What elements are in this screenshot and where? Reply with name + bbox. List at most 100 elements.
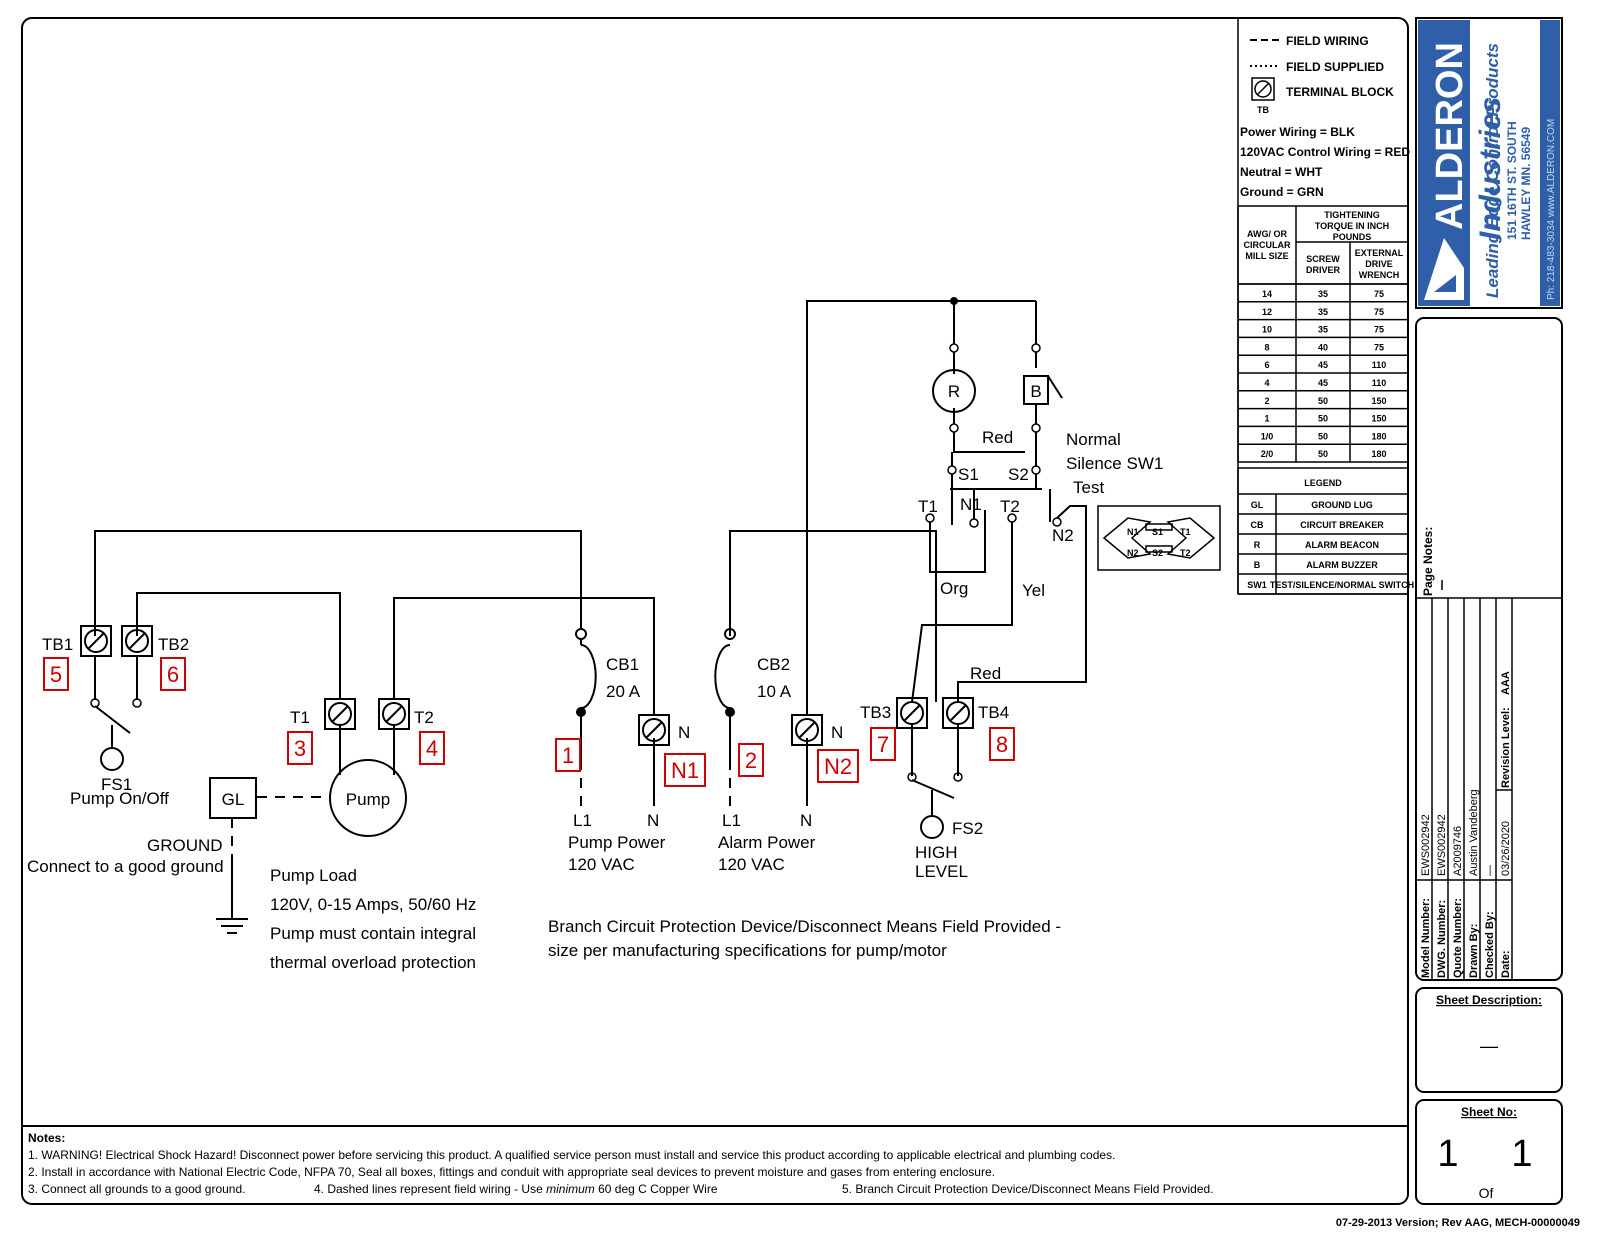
switch-silence-label: Silence SW1 bbox=[1066, 454, 1163, 473]
torque-cell: 2/0 bbox=[1261, 449, 1274, 459]
note-3: 3. Connect all grounds to a good ground. bbox=[28, 1182, 246, 1196]
svg-text:WRENCH: WRENCH bbox=[1359, 270, 1400, 280]
tb3-terminal bbox=[896, 697, 928, 729]
torque-cell: 2 bbox=[1264, 396, 1269, 406]
ground-lug bbox=[209, 777, 257, 819]
torque-cell: 110 bbox=[1372, 378, 1387, 388]
torque-cell: 8 bbox=[1264, 342, 1269, 352]
tb4-terminal bbox=[942, 697, 974, 729]
switch-normal-label: Normal bbox=[1066, 430, 1121, 449]
title-field-label: Model Number: bbox=[1420, 898, 1432, 978]
gl-label: GL bbox=[222, 790, 245, 809]
svg-text:EXTERNAL: EXTERNAL bbox=[1355, 248, 1404, 258]
torque-cell: 50 bbox=[1318, 396, 1328, 406]
svg-text:CIRCULAR: CIRCULAR bbox=[1244, 240, 1291, 250]
torque-cell: 35 bbox=[1318, 289, 1328, 299]
sheet-description-label: Sheet Description: bbox=[1436, 993, 1542, 1007]
tb1-label: TB1 bbox=[42, 635, 73, 654]
legend-meaning: GROUND LUG bbox=[1311, 500, 1373, 510]
title-field-value: EWS002942 bbox=[1436, 814, 1448, 876]
torque-cell: 4 bbox=[1264, 378, 1269, 388]
version-footer: 07-29-2013 Version; Rev AAG, MECH-000000… bbox=[1336, 1217, 1580, 1229]
legend-terminal-block: TERMINAL BLOCK bbox=[1286, 85, 1394, 99]
sheet-no-label: Sheet No: bbox=[1461, 1105, 1517, 1119]
breaker-contacts bbox=[575, 297, 958, 717]
svg-text:DRIVE: DRIVE bbox=[1365, 259, 1393, 269]
svg-text:TIGHTENING: TIGHTENING bbox=[1324, 210, 1380, 220]
n-bottom-label-2: N bbox=[800, 811, 812, 830]
legend-title: LEGEND bbox=[1304, 478, 1342, 488]
n-bottom-label-1: N bbox=[647, 811, 659, 830]
wire-number-4: 4 bbox=[426, 736, 438, 761]
wire-number-8: 8 bbox=[996, 732, 1008, 757]
torque-cell: 6 bbox=[1264, 360, 1269, 370]
switch-face-icon bbox=[1097, 505, 1221, 571]
legend-abbrev: CB bbox=[1251, 520, 1264, 530]
fs1-label: FS1 bbox=[101, 775, 132, 794]
wire-number-6: 6 bbox=[167, 662, 179, 687]
switch-test-label: Test bbox=[1073, 478, 1104, 497]
fs2-float bbox=[920, 815, 944, 839]
svg-text:MILL SIZE: MILL SIZE bbox=[1245, 251, 1288, 261]
title-field-value: EWS002942 bbox=[1420, 814, 1432, 876]
torque-cell: 14 bbox=[1262, 289, 1272, 299]
ground-symbol bbox=[216, 860, 248, 934]
title-field-value: — bbox=[1484, 865, 1496, 876]
wire-number-2: 2 bbox=[745, 748, 757, 773]
torque-cell: 150 bbox=[1371, 396, 1386, 406]
title-field-value: Austin Vandeberg bbox=[1468, 789, 1480, 876]
switch-face-n1: N1 bbox=[1127, 527, 1139, 537]
alarm-buzzer bbox=[1023, 375, 1063, 405]
cb2-label: CB2 bbox=[757, 655, 790, 674]
page-notes-label: Page Notes: bbox=[1421, 527, 1435, 596]
title-field-value: A2009746 bbox=[1452, 826, 1464, 876]
legend-abbrev: SW1 bbox=[1247, 580, 1267, 590]
n2-box-label: N2 bbox=[824, 754, 852, 779]
pump-power-voltage: 120 VAC bbox=[568, 855, 635, 874]
cb1-label: CB1 bbox=[606, 655, 639, 674]
sheet-description-value: — bbox=[1480, 1036, 1498, 1056]
torque-cell: 180 bbox=[1371, 431, 1386, 441]
s1-label: S1 bbox=[958, 465, 979, 484]
wire-number-5: 5 bbox=[50, 662, 62, 687]
title-field-label: Date: bbox=[1500, 950, 1512, 978]
terminal-block-icon bbox=[1251, 77, 1275, 101]
torque-cell: 40 bbox=[1318, 342, 1328, 352]
torque-cell: 75 bbox=[1374, 342, 1384, 352]
torque-cell: 45 bbox=[1318, 378, 1328, 388]
branch-note-1: Branch Circuit Protection Device/Disconn… bbox=[548, 917, 1061, 936]
logo-contact: Ph: 218-483-3034 www.ALDERON.COM bbox=[1546, 119, 1557, 300]
wire-number-boxes bbox=[43, 657, 1015, 787]
torque-cell: 12 bbox=[1262, 307, 1272, 317]
pump-onoff-label: Pump On/Off bbox=[70, 789, 169, 808]
n2-terminal bbox=[791, 714, 823, 746]
color-code-ground: Ground = GRN bbox=[1240, 185, 1324, 199]
legend-meaning: ALARM BUZZER bbox=[1306, 560, 1378, 570]
red-wire-label-2: Red bbox=[970, 664, 1001, 683]
sw-t1-label: T1 bbox=[918, 497, 938, 516]
tb4-label: TB4 bbox=[978, 703, 1009, 722]
tb1-terminal bbox=[80, 625, 112, 657]
sw-n2-label: N2 bbox=[1052, 526, 1074, 545]
logo-brand: ALDERON bbox=[1429, 42, 1471, 230]
notes-title: Notes: bbox=[28, 1131, 65, 1145]
color-code-neutral: Neutral = WHT bbox=[1240, 165, 1323, 179]
legend-meaning: CIRCUIT BREAKER bbox=[1300, 520, 1384, 530]
ground-note: Connect to a good ground bbox=[27, 857, 224, 876]
note-1: 1. WARNING! Electrical Shock Hazard! Dis… bbox=[28, 1148, 1115, 1162]
pump-label: Pump bbox=[346, 790, 390, 809]
color-code-power: Power Wiring = BLK bbox=[1240, 125, 1355, 139]
cb2-amps: 10 A bbox=[757, 682, 792, 701]
ground-label: GROUND bbox=[147, 836, 223, 855]
sheet-description-block: Sheet Description: — bbox=[1415, 987, 1563, 1093]
title-field-label: Checked By: bbox=[1484, 911, 1496, 978]
svg-text:POUNDS: POUNDS bbox=[1333, 232, 1372, 242]
alarm-power-voltage: 120 VAC bbox=[718, 855, 785, 874]
alarm-beacon bbox=[932, 369, 976, 413]
switch-face-s2: S2 bbox=[1152, 548, 1163, 558]
sheet-number-block: Sheet No: 1 1 Of bbox=[1415, 1099, 1563, 1205]
high-label: HIGH bbox=[915, 843, 958, 862]
n-label-2: N bbox=[831, 723, 843, 742]
